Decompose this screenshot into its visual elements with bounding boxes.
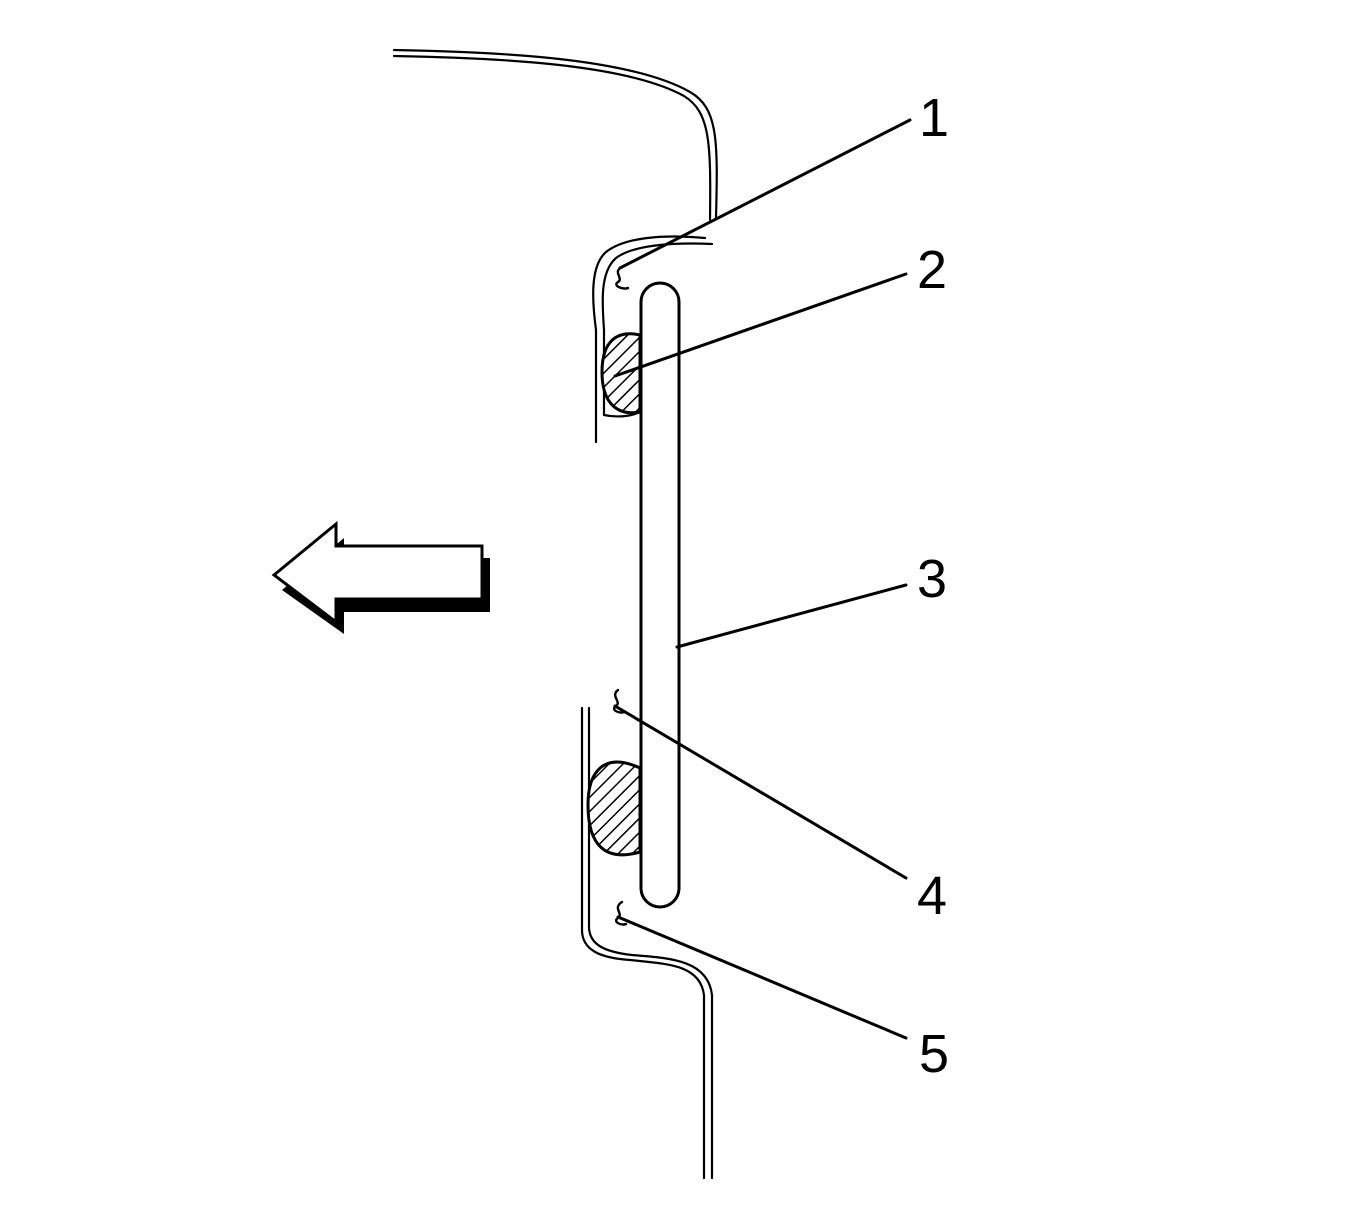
lower-urethane-bead: [586, 760, 642, 857]
callout-label-2: 2: [917, 240, 947, 300]
callout-label-1: 1: [919, 88, 949, 148]
squiggle-mark-1: [615, 265, 630, 290]
leader-line-5: [616, 915, 908, 1040]
callout-label-3: 3: [917, 549, 947, 609]
callout-label-5: 5: [919, 1024, 949, 1084]
upper-body-panel: [392, 48, 718, 222]
direction-arrow-icon: [271, 520, 490, 634]
leader-line-2: [613, 272, 908, 378]
lower-body-panel: [580, 706, 714, 1180]
leader-line-1: [618, 118, 912, 270]
callout-label-4: 4: [917, 866, 947, 926]
leader-line-3: [675, 583, 908, 649]
leader-line-4: [613, 704, 908, 880]
glass-panel: [639, 281, 681, 909]
